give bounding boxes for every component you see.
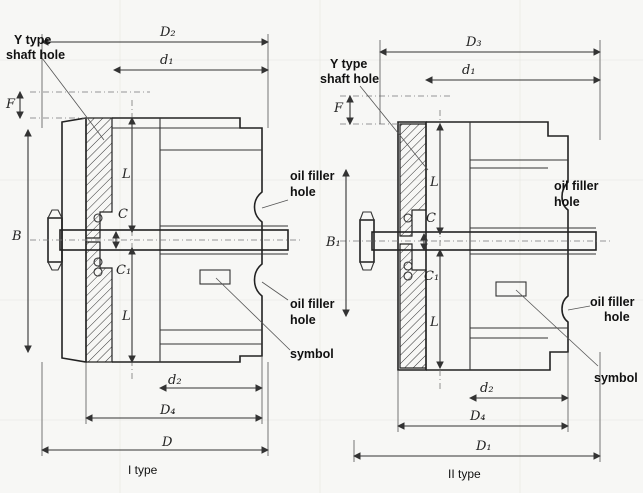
type-i-dim-L-top: L [121,167,131,182]
type-ii-shaft-hole-label: shaft hole [320,72,379,86]
type-i-dim-D4: D₄ [159,403,176,418]
type-i-dim-d1: d₁ [160,53,174,68]
type-ii-dim-B1: B₁ [325,235,341,250]
type-i-dim-D: D [161,435,173,450]
type-ii-drawing: Y type shaft hole oil filler hole oil fi… [320,35,638,481]
type-i-shaft-hole-label: shaft hole [6,48,65,62]
type-ii-y-type-label: Y type [330,57,367,71]
type-i-dim-F: F [5,97,16,112]
type-i-y-type-label: Y type [14,33,51,47]
type-ii-dim-C1: C₁ [424,269,439,284]
type-i-oil-filler-bottom-hole-label: hole [290,313,316,327]
type-i-oil-filler-top-label: oil filler [290,169,335,183]
type-i-oil-filler-bottom-label: oil filler [290,297,335,311]
type-i-oil-filler-top-hole-label: hole [290,185,316,199]
type-i-symbol-label: symbol [290,347,334,361]
type-i-dim-C: C [118,207,128,222]
type-ii-dim-D1: D₁ [475,439,492,454]
type-i-drawing: Y type shaft hole oil filler hole oil fi… [5,25,335,477]
type-ii-oil-filler-bottom-hole-label: hole [604,310,630,324]
type-i-dim-D2: D₂ [159,25,176,40]
type-ii-caption: II type [448,467,481,481]
type-i-dim-L-bottom: L [121,309,131,324]
type-ii-symbol-label: symbol [594,371,638,385]
type-ii-oil-filler-top-hole-label: hole [554,195,580,209]
type-ii-dim-d2: d₂ [480,381,494,396]
type-ii-dim-L-bottom: L [429,315,439,330]
type-i-dim-d2: d₂ [168,373,182,388]
type-ii-dim-F: F [333,101,344,116]
type-ii-dim-L-top: L [429,175,439,190]
type-ii-dim-C: C [426,211,436,226]
type-ii-dim-D3: D₃ [465,35,482,50]
type-i-caption: I type [128,463,158,477]
type-ii-oil-filler-bottom-label: oil filler [590,295,635,309]
type-ii-oil-filler-top-label: oil filler [554,179,599,193]
type-i-dim-C1: C₁ [116,263,131,278]
type-i-dim-B: B [11,229,22,244]
type-ii-dim-d1: d₁ [462,63,476,78]
type-ii-dim-D4: D₄ [469,409,486,424]
